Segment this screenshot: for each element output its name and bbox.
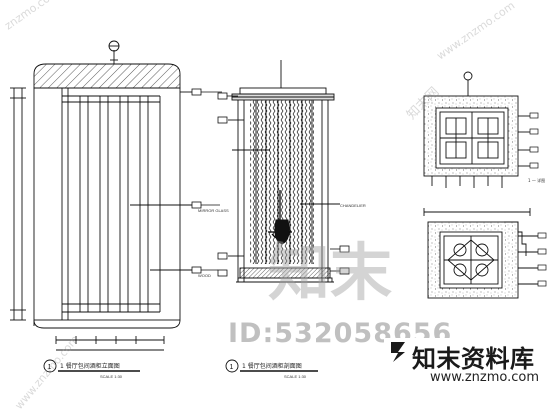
mid-callout-tags [217, 92, 350, 277]
brand-url: www.znzmo.com [430, 370, 540, 385]
left-elevation [10, 40, 192, 351]
znzmo-logo-icon [391, 342, 405, 362]
wm-url-top-mid: www.znzmo.com [434, 0, 517, 62]
right-label-text: 1 一 详图 [528, 177, 545, 183]
right-detail-bottom [423, 208, 538, 299]
mid-scale-text: SCALE 1:30 [284, 374, 307, 379]
right-detail-top [423, 71, 530, 188]
svg-text:WOOD: WOOD [198, 273, 211, 278]
left-scale-text: SCALE 1:30 [100, 374, 123, 379]
svg-text:1: 1 [48, 364, 52, 371]
brand-name: 知末资料库 [412, 345, 535, 373]
mid-section [228, 60, 340, 283]
left-callout-tags [191, 88, 222, 274]
mid-title-text: 1 餐厅包间酒柜剖面图 [242, 362, 302, 370]
left-title-text: 1 餐厅包间酒柜立面图 [60, 362, 120, 370]
wm-url-bottom-left: www.znzmo.com [12, 333, 81, 412]
mid-dim-text: CHANDELIER [340, 203, 366, 208]
svg-text:CHANDELIER: CHANDELIER [340, 203, 366, 208]
wm-url-top-left: znzmo.com [2, 0, 61, 32]
svg-text:1: 1 [230, 364, 234, 371]
right-bottom-tags [537, 232, 547, 287]
right-top-tags [529, 112, 539, 169]
left-title-block: 1 1 餐厅包间酒柜立面图 SCALE 1:30 [43, 359, 140, 379]
center-brand-watermark: 知末 [268, 236, 393, 309]
mid-title-block: 1 1 餐厅包间酒柜剖面图 SCALE 1:30 [225, 359, 318, 379]
left-dim-text: MIRROR GLASS WOOD [198, 208, 229, 278]
brand-corner-panel [384, 338, 560, 420]
svg-text:MIRROR GLASS: MIRROR GLASS [198, 208, 229, 213]
